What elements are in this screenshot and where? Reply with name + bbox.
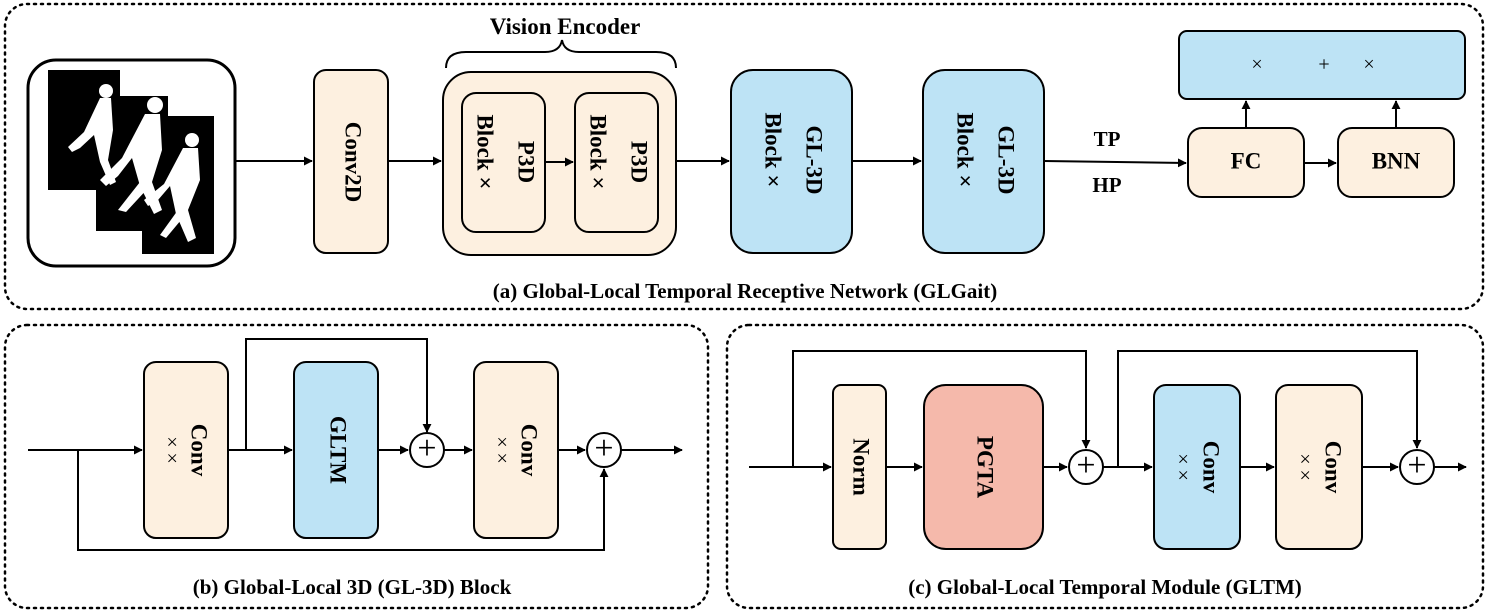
b-skip-bottom [77,450,609,551]
b-add-1-symbol: + [417,430,436,467]
c-skip-2 [1117,350,1422,467]
p3d-block-1-name: P3D [514,141,539,183]
loss-plus: + [1318,54,1329,76]
c-conv-2-sym: × × [1293,453,1315,481]
c-add-node-1: + [1068,447,1104,485]
c-add-1-symbol: + [1076,447,1095,484]
b-gltm-block: GLTM [293,361,379,539]
panel-c-border [725,323,1485,610]
p3d-block-1: P3D Block × [461,92,546,233]
panel-a-border [3,2,1485,311]
panel-c-caption: (c) Global-Local Temporal Module (GLTM) [908,575,1302,599]
c-conv-1-sym: × × [1171,453,1193,481]
p3d-block-2-name: P3D [627,141,652,183]
loss-block: × + × [1178,30,1466,100]
loss-mul-2: × [1363,54,1374,76]
p3d-block-1-suffix: Block × [473,114,498,189]
b-skip-top [245,338,432,450]
bnn-label: BNN [1372,148,1421,173]
gl3d-block-1-name: GL-3D [802,126,827,195]
fc-block: FC [1187,127,1305,198]
b-conv-2-sym: × × [490,436,512,464]
c-skip-1 [792,350,1091,467]
vision-encoder: Vision Encoder P3D Block × P3D Block × [442,14,677,256]
c-conv-block-2: Conv × × [1275,384,1363,550]
vision-encoder-brace [445,39,677,69]
b-gltm-label: GLTM [326,416,351,484]
p3d-block-2-suffix: Block × [586,114,611,189]
gl3d-block-2: GL-3D Block × [922,69,1045,254]
b-conv-2-label: Conv [517,424,542,477]
arrow-gl3d2-to-fc [1043,158,1187,168]
c-add-2-symbol: + [1407,447,1426,484]
panel-a-caption: (a) Global-Local Temporal Receptive Netw… [493,279,998,303]
panel-a: Conv2D Vision Encoder P3D Block × P3D Bl… [3,2,1485,311]
gl3d-block-2-name: GL-3D [994,126,1019,195]
b-add-node-2: + [586,430,622,468]
bnn-block: BNN [1337,127,1455,198]
c-conv-block-1: Conv × × [1153,384,1241,550]
p3d-block-2: P3D Block × [574,92,659,233]
panel-b-caption: (b) Global-Local 3D (GL-3D) Block [193,575,512,599]
b-add-node-1: + [409,430,445,468]
c-pgta-label: PGTA [973,436,998,499]
panel-b-border [3,323,710,610]
hp-label: HP [1092,173,1121,197]
b-conv-1-label: Conv [187,424,212,477]
b-add-2-symbol: + [594,430,613,467]
gl3d-block-2-suffix: Block × [953,112,978,187]
conv2d-block: Conv2D [313,69,389,254]
tp-label: TP [1094,127,1121,151]
gait-silhouette-sequence-icon [26,58,237,268]
c-pgta-block: PGTA [923,384,1044,550]
c-add-node-2: + [1399,447,1435,485]
fc-label: FC [1231,148,1262,173]
c-norm-block: Norm [832,384,887,550]
c-conv-1-label: Conv [1199,441,1224,494]
conv2d-label: Conv2D [341,122,366,203]
panel-b: Conv × × GLTM + Conv × × + (b) Global-Lo… [3,323,710,610]
panel-c: Norm PGTA + Conv × × Conv × × + [725,323,1485,610]
c-norm-label: Norm [849,438,874,495]
b-conv-block-1: Conv × × [143,361,229,539]
b-conv-1-sym: × × [160,436,182,464]
b-conv-block-2: Conv × × [473,361,559,539]
loss-mul-1: × [1251,54,1262,76]
gl3d-block-1-suffix: Block × [761,112,786,187]
vision-encoder-title: Vision Encoder [490,14,641,39]
c-conv-2-label: Conv [1321,441,1346,494]
gl3d-block-1: GL-3D Block × [730,69,853,254]
